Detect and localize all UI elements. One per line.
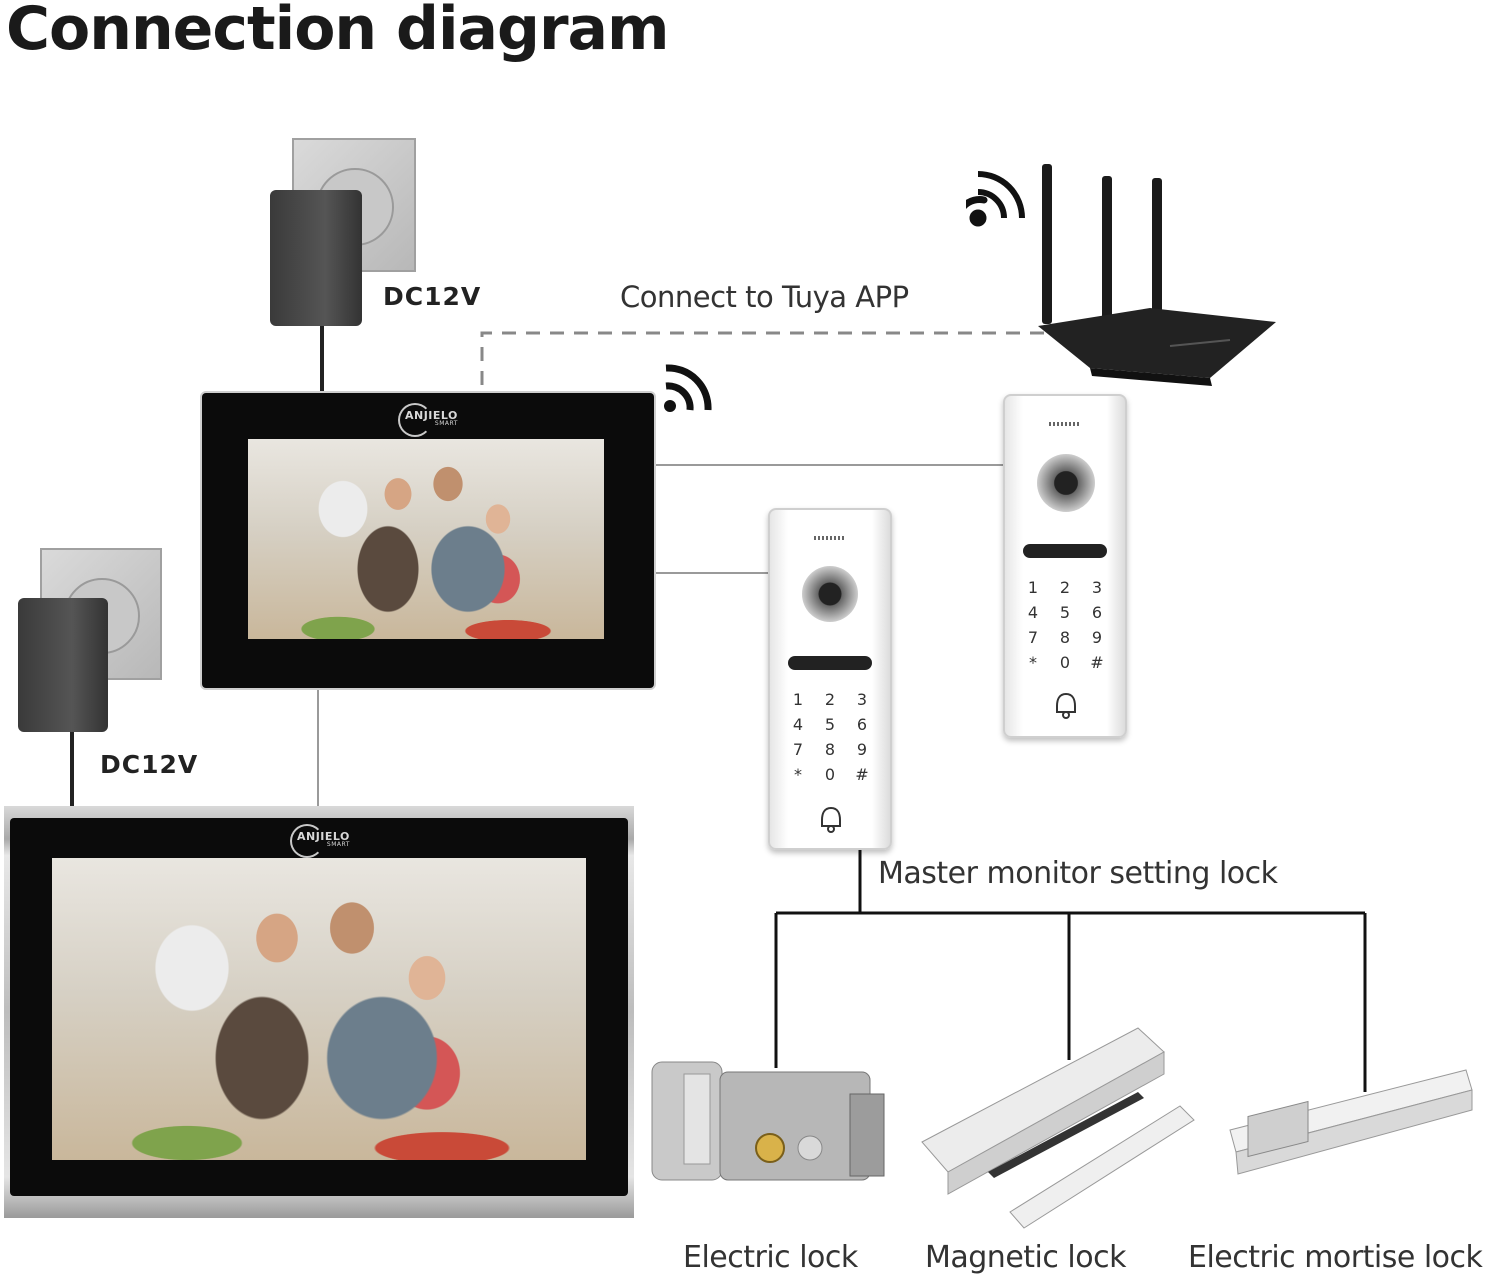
monitor-screen <box>248 439 604 639</box>
master-lock-label: Master monitor setting lock <box>878 856 1278 891</box>
dc-label-bottom: DC12V <box>100 750 199 779</box>
monitor-screen-2 <box>52 858 586 1160</box>
camera-icon <box>802 566 858 622</box>
tuya-label: Connect to Tuya APP <box>620 280 909 314</box>
dc-label-top: DC12V <box>383 282 482 311</box>
lock-wiring <box>774 848 1367 1092</box>
lock-label-magnetic: Magnetic lock <box>925 1240 1126 1275</box>
lock-label-mortise: Electric mortise lock <box>1188 1240 1483 1275</box>
lock-label-electric: Electric lock <box>683 1240 858 1275</box>
bell-icon <box>821 806 841 833</box>
mortise-lock-image <box>1229 1069 1473 1175</box>
power-adapter-bottom <box>18 598 108 732</box>
indicator-strip-2 <box>1023 544 1107 558</box>
tuya-dashed-line <box>480 331 1045 385</box>
power-adapter-top <box>270 190 362 326</box>
bell-icon-2 <box>1056 692 1076 719</box>
wifi-router <box>1038 164 1276 386</box>
diagram-title: Connection diagram <box>6 0 670 64</box>
electric-lock-image <box>651 1061 885 1181</box>
wifi-icon-monitor <box>664 364 712 412</box>
magnetic-lock-image <box>921 1027 1195 1229</box>
camera-icon-2 <box>1037 454 1095 512</box>
wifi-icon-router <box>966 171 1025 230</box>
indicator-strip <box>788 656 872 670</box>
